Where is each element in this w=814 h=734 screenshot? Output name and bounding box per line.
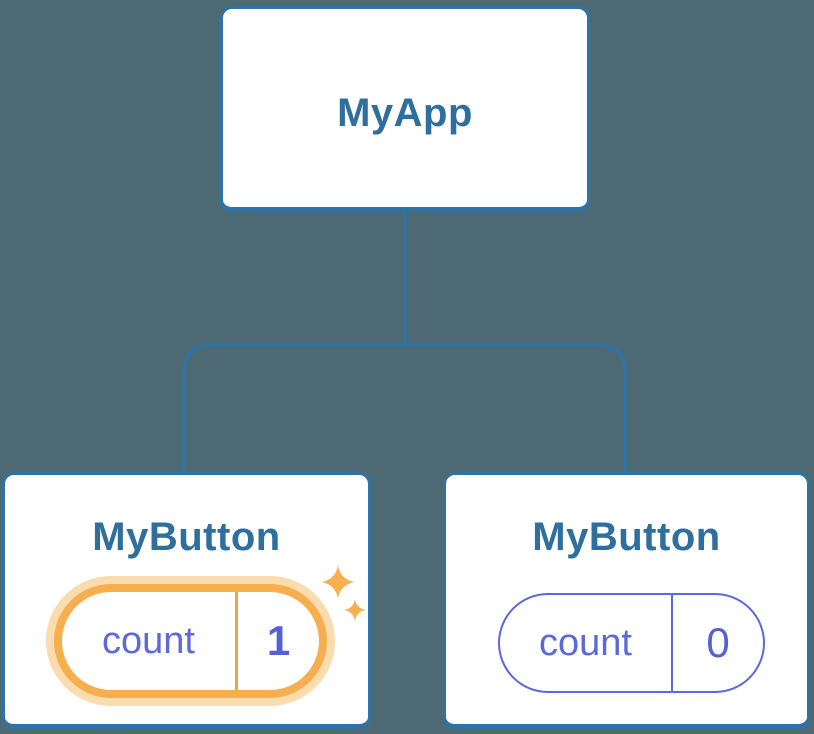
pill-divider: [235, 592, 238, 690]
state-value-label: 0: [706, 619, 730, 666]
state-name-label: count: [539, 621, 632, 664]
child-node-mybutton-1: MyButton count 1: [2, 472, 371, 729]
state-pill: count 1: [54, 584, 327, 698]
state-value-cell: 0: [673, 595, 763, 691]
state-name-cell: count: [500, 595, 671, 691]
child-node-label: MyButton: [92, 515, 281, 559]
root-node-label: MyApp: [337, 90, 473, 135]
state-name-cell: count: [62, 592, 235, 690]
pill-divider: [671, 595, 673, 691]
child-node-mybutton-2: MyButton count 0: [443, 472, 810, 729]
connector-left-branch: [182, 343, 405, 474]
child-node-label: MyButton: [532, 515, 721, 559]
state-value-cell: 1: [238, 592, 319, 690]
state-name-label: count: [102, 619, 195, 662]
state-pill: count 0: [498, 593, 765, 693]
root-node-myapp: MyApp: [220, 6, 590, 212]
sparkle-small-icon: [344, 599, 366, 621]
state-pill-highlighted: count 1: [46, 576, 335, 706]
state-value-label: 1: [266, 617, 291, 664]
sparkle-large-icon: [321, 565, 355, 599]
connector-right-branch: [405, 343, 627, 474]
